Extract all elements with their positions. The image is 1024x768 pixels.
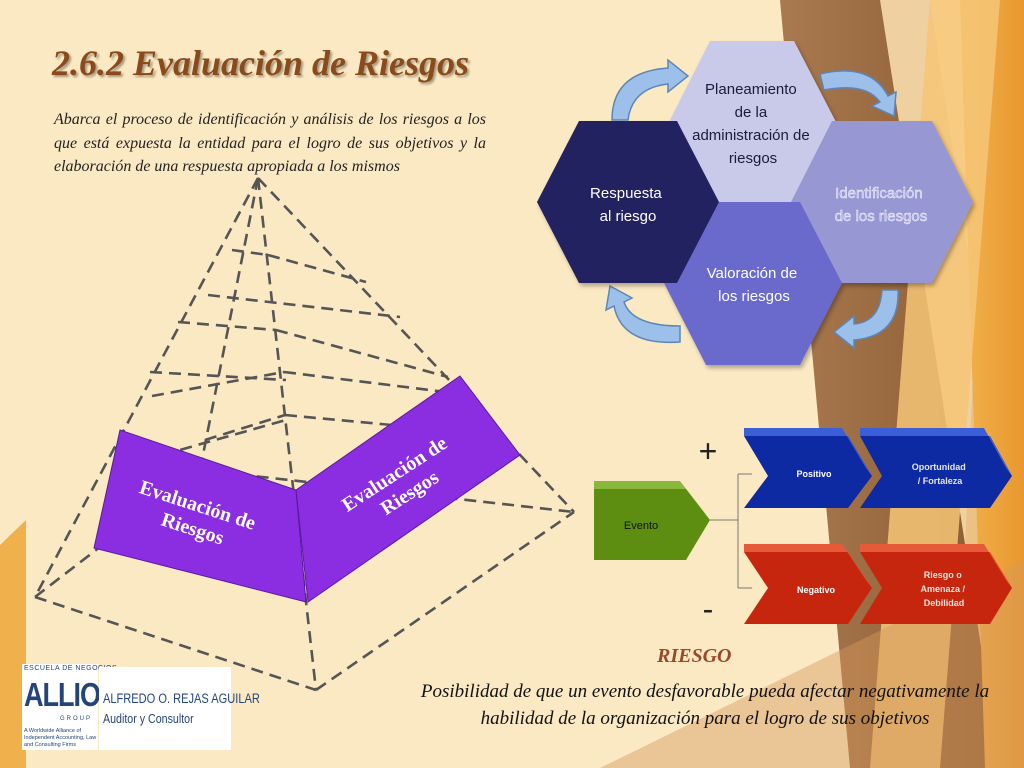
cycle-arrow-top-right	[819, 70, 897, 118]
event-connectors	[710, 473, 752, 589]
threat-label: Riesgo o Amenaza / Debilidad	[920, 570, 967, 608]
hexagon-respuesta	[537, 121, 719, 283]
cycle-arrow-bottom-right	[832, 289, 899, 350]
positive-chevron	[744, 428, 872, 508]
pyramid-left-face	[93, 429, 307, 603]
plus-sign: +	[699, 433, 718, 469]
hexagon-planeamiento-label: Planeamiento de la administración de rie…	[692, 81, 814, 167]
cycle-arrow-top-left	[611, 58, 690, 121]
event-box	[594, 481, 710, 560]
intro-paragraph: Abarca el proceso de identificación y an…	[54, 111, 486, 175]
positive-label: Positivo	[796, 469, 832, 479]
consultant-card: ALFREDO O. REJAS AGUILAR Auditor y Consu…	[99, 667, 260, 750]
hexagon-valoracion	[664, 202, 842, 365]
slide-title: 2.6.2 Evaluación de Riesgos	[52, 43, 470, 83]
riesgo-definition: Posibilidad de que un evento desfavorabl…	[420, 681, 990, 729]
cycle-arrows	[605, 58, 899, 350]
negative-chevron	[744, 544, 872, 624]
hexagon-valoracion-label: Valoración de los riesgos	[707, 265, 802, 305]
hexagon-identificacion-label: Identificación de los riesgos	[835, 185, 928, 225]
threat-chevron	[860, 544, 1012, 624]
riesgo-heading: RIESGO	[657, 645, 732, 667]
hexagon-identificacion	[791, 121, 973, 283]
opportunity-label: Oportunidad / Fortaleza	[912, 462, 969, 486]
opportunity-chevron	[860, 428, 1012, 508]
logo-tagline: A Worldwide Alliance of Independent Acco…	[24, 728, 97, 748]
pyramid-right-face	[295, 375, 521, 603]
logo-school-text: ESCUELA DE NEGOCIOS	[24, 665, 118, 672]
logo-group-text: GROUP	[60, 716, 93, 722]
event-label: Evento	[624, 520, 658, 532]
cycle-arrow-bottom-left	[605, 284, 681, 344]
alliott-logo-mark: ESCUELA DE NEGOCIOS ALLIOTT GROUP A Worl…	[22, 664, 132, 750]
consultant-name: ALFREDO O. REJAS AGUILAR	[103, 691, 260, 706]
hexagon-respuesta-label: Respuesta al riesgo	[590, 185, 666, 225]
consultant-role: Auditor y Consultor	[103, 711, 194, 726]
minus-sign: -	[703, 591, 714, 627]
hexagon-planeamiento	[669, 41, 836, 204]
negative-label: Negativo	[797, 585, 836, 595]
